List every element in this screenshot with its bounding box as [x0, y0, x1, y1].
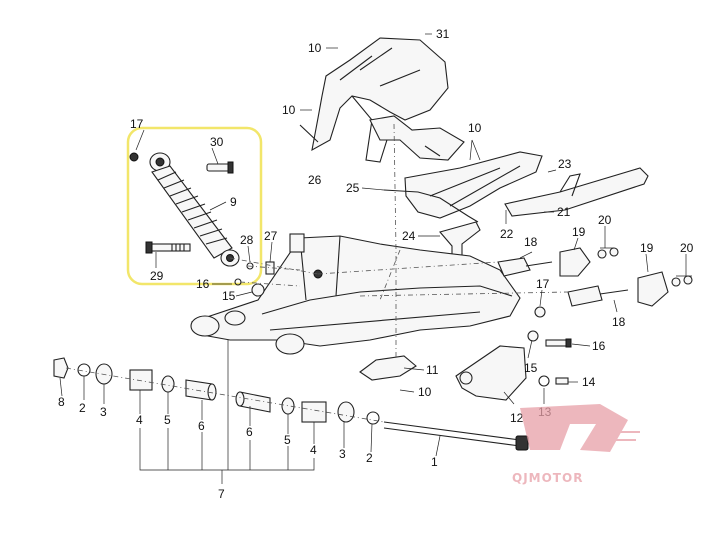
rear-hugger — [299, 37, 465, 163]
callout-20: 20 — [598, 213, 612, 227]
callout-14: 14 — [582, 375, 596, 389]
callout-28: 28 — [240, 233, 254, 247]
callout-10: 10 — [308, 41, 322, 55]
callout-11: 11 — [426, 363, 439, 377]
callout-18: 18 — [524, 235, 538, 249]
chain-adjuster-right — [567, 285, 629, 307]
qjmotor-logo-mark — [520, 404, 628, 452]
washer-13 — [538, 375, 550, 387]
callout-10: 10 — [282, 103, 296, 117]
callout-10: 10 — [418, 385, 432, 399]
bushing-15-left — [251, 283, 265, 297]
callout-31: 31 — [436, 27, 450, 41]
bolt-29 — [145, 241, 191, 254]
nut-20-a — [597, 249, 607, 259]
callout-25: 25 — [346, 181, 360, 195]
end-cap-right — [637, 271, 669, 307]
callout-7: 7 — [218, 487, 225, 501]
callout-23: 23 — [558, 157, 572, 171]
flap-bracket — [383, 189, 479, 223]
callout-22: 22 — [500, 227, 514, 241]
callout-1: 1 — [431, 455, 438, 469]
callout-15: 15 — [524, 361, 538, 375]
bolt-30 — [206, 161, 234, 174]
bolt-14 — [555, 377, 569, 385]
bushing-15 — [527, 330, 539, 342]
callout-19: 19 — [640, 241, 654, 255]
callout-16: 16 — [196, 277, 210, 291]
callout-16: 16 — [592, 339, 606, 353]
end-cap-left — [559, 247, 591, 277]
callout-18: 18 — [612, 315, 626, 329]
chain-adjuster-left — [497, 257, 553, 277]
callout-21: 21 — [557, 205, 571, 219]
nut-17-top — [129, 152, 139, 162]
brand-text: QJMOTOR — [512, 471, 583, 485]
pivot-axle — [383, 421, 529, 451]
callout-4: 4 — [136, 413, 143, 427]
callout-2: 2 — [366, 451, 373, 465]
callout-17: 17 — [536, 277, 550, 291]
qjmotor-logo: QJMOTOR — [512, 404, 640, 485]
callout-5: 5 — [164, 413, 171, 427]
nut-20-b — [609, 247, 619, 257]
callout-29: 29 — [150, 269, 164, 283]
callout-15: 15 — [222, 289, 236, 303]
bolt-16 — [545, 338, 572, 348]
callout-5: 5 — [284, 433, 291, 447]
chain-guard — [404, 151, 649, 219]
callout-3: 3 — [339, 447, 346, 461]
bracket-11 — [359, 355, 417, 381]
callout-8: 8 — [58, 395, 65, 409]
callout-6: 6 — [246, 425, 253, 439]
centerline-shock — [229, 257, 319, 287]
callout-4: 4 — [310, 443, 317, 457]
callout-labels: 1 2 2 3 3 4 4 5 5 6 6 7 8 9 10 10 10 10 … — [58, 27, 694, 501]
callout-20: 20 — [680, 241, 694, 255]
callout-2: 2 — [79, 401, 86, 415]
centerline-axle — [65, 367, 385, 423]
callout-6: 6 — [198, 419, 205, 433]
centerline-adjuster — [317, 123, 569, 360]
callout-3: 3 — [100, 405, 107, 419]
callout-30: 30 — [210, 135, 224, 149]
shock-highlight-box — [126, 126, 263, 286]
callout-26: 26 — [308, 173, 322, 187]
nut-20-c — [671, 277, 681, 287]
bracket-12 — [455, 345, 527, 401]
callout-19: 19 — [572, 225, 586, 239]
callout-10: 10 — [468, 121, 482, 135]
callout-17: 17 — [130, 117, 144, 131]
leader-lines — [59, 33, 692, 484]
callout-12: 12 — [510, 411, 524, 425]
callout-24: 24 — [402, 229, 416, 243]
bushing-17 — [534, 306, 546, 318]
callout-9: 9 — [230, 195, 237, 209]
nut-20-d — [683, 275, 693, 285]
callout-27: 27 — [264, 229, 278, 243]
